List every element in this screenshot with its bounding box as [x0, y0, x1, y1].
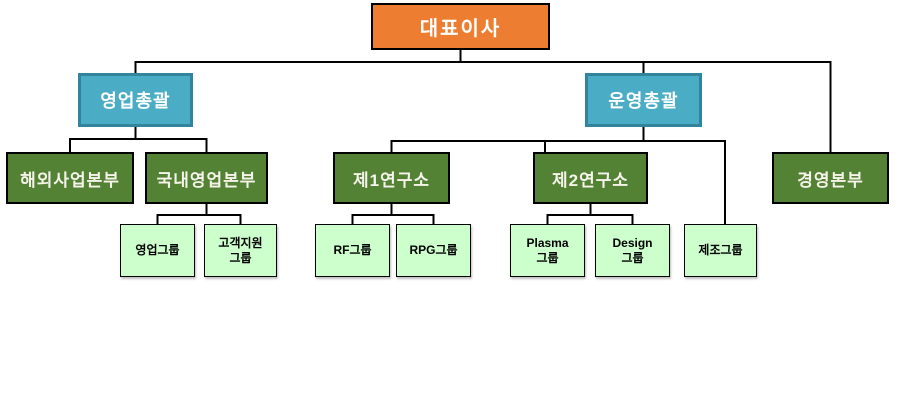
node-sales-head-label: 영업총괄: [100, 91, 171, 111]
node-sales-group: 영업그룹: [120, 224, 195, 277]
node-operations-head: 운영총괄: [585, 73, 702, 127]
node-ceo: 대표이사: [371, 3, 550, 50]
node-research-institute-1: 제1연구소: [333, 152, 450, 204]
node-design-group: Design 그룹: [595, 224, 670, 277]
node-sales-head: 영업총괄: [78, 73, 193, 127]
node-sales-group-label: 영업그룹: [135, 243, 180, 257]
node-management-division-label: 경영본부: [797, 170, 864, 190]
node-customer-support-group: 고객지원 그룹: [204, 224, 277, 277]
connector-research-institute-2-children: [546, 204, 634, 224]
node-overseas-business-division: 해외사업본부: [6, 152, 134, 204]
node-domestic-sales-division-label: 국내영업본부: [156, 170, 257, 190]
connector-sales-head-children: [69, 127, 208, 152]
node-management-division: 경영본부: [772, 152, 889, 204]
node-research-institute-2: 제2연구소: [533, 152, 648, 204]
node-research-institute-2-label: 제2연구소: [551, 170, 629, 190]
connector-research-institute-1-children: [351, 204, 435, 224]
node-rpg-group: RPG그룹: [396, 224, 471, 277]
node-design-group-label: Design 그룹: [612, 235, 653, 265]
node-overseas-business-division-label: 해외사업본부: [20, 170, 120, 190]
node-customer-support-group-label: 고객지원 그룹: [218, 235, 263, 265]
node-manufacturing-group: 제조그룹: [684, 224, 757, 277]
node-plasma-group: Plasma 그룹: [510, 224, 585, 277]
node-rf-group-label: RF그룹: [333, 243, 372, 257]
connector-domestic-sales-children: [156, 204, 242, 224]
node-domestic-sales-division: 국내영업본부: [145, 152, 268, 204]
node-ceo-label: 대표이사: [419, 18, 502, 40]
connector-ceo-children: [134, 50, 832, 152]
connector-operations-head-children: [390, 127, 726, 224]
node-research-institute-1-label: 제1연구소: [352, 170, 430, 190]
node-rf-group: RF그룹: [315, 224, 390, 277]
node-rpg-group-label: RPG그룹: [409, 243, 458, 257]
node-plasma-group-label: Plasma 그룹: [526, 235, 569, 265]
node-operations-head-label: 운영총괄: [608, 91, 679, 111]
node-manufacturing-group-label: 제조그룹: [698, 243, 743, 257]
